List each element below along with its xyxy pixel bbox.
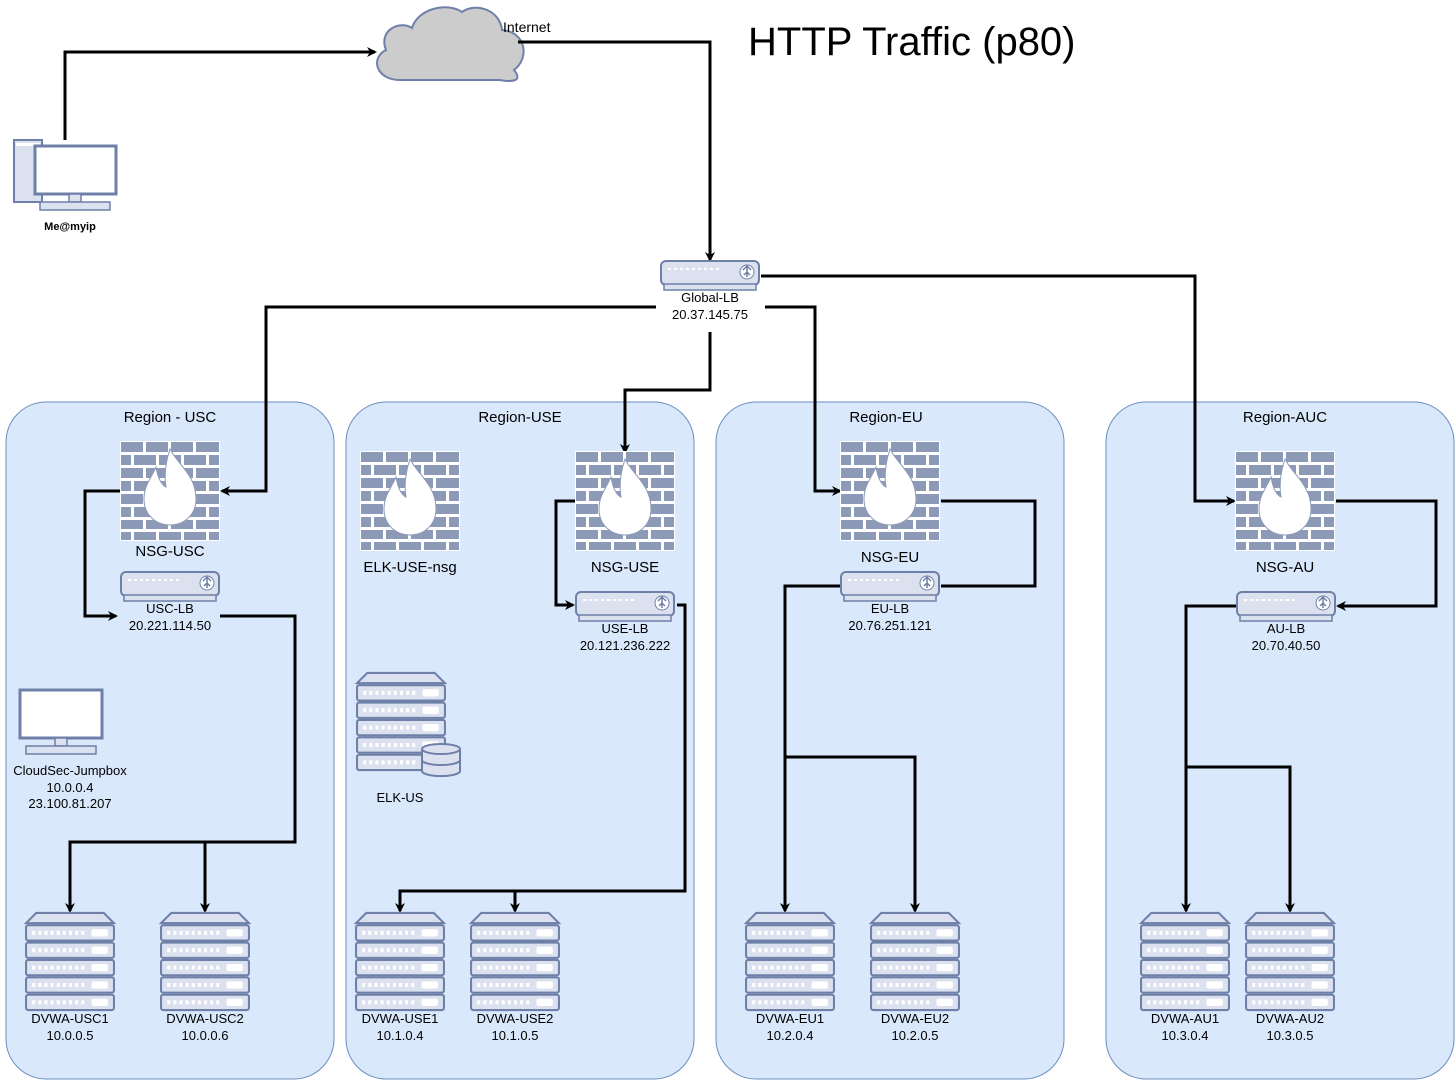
nsg-use-firewall-icon: [575, 451, 675, 551]
region-auc-label: Region-AUC: [1243, 409, 1327, 426]
internet-cloud-icon: [376, 6, 525, 82]
dvwa-server-icon: [746, 913, 834, 1010]
dvwa-server-name: DVWA-USE1: [362, 1011, 439, 1026]
nsg-usc-label: NSG-USC: [135, 543, 204, 560]
desktop-computer-icon: [13, 139, 118, 211]
dvwa-server-ip: 10.2.0.4: [767, 1028, 814, 1043]
global-lb-name: Global-LB: [681, 290, 739, 305]
jumpbox-monitor-icon: [18, 688, 104, 755]
usc-lb-name: USC-LB: [146, 601, 194, 616]
dvwa-server-name: DVWA-USE2: [477, 1011, 554, 1026]
jumpbox-public-ip: 23.100.81.207: [28, 796, 111, 811]
jumpbox-name: CloudSec-Jumpbox: [13, 763, 127, 778]
region-eu-label: Region-EU: [849, 409, 922, 426]
nsg-eu-label: NSG-EU: [861, 549, 919, 566]
dvwa-server-icon: [356, 913, 444, 1010]
dvwa-server-icon: [471, 913, 559, 1010]
dvwa-server-name: DVWA-USC2: [166, 1011, 244, 1026]
nsg-eu-firewall-icon: [840, 441, 940, 541]
connectors: [63, 40, 1438, 913]
region-use-label: Region-USE: [478, 409, 561, 426]
dvwa-server-icon: [1246, 913, 1334, 1010]
internet-label: Internet: [503, 19, 551, 35]
region-usc-label: Region - USC: [124, 409, 217, 426]
use-lb-icon: [575, 591, 675, 622]
jumpbox-private-ip: 10.0.0.4: [47, 780, 94, 795]
dvwa-server-ip: 10.3.0.4: [1162, 1028, 1209, 1043]
page-title: HTTP Traffic (p80): [748, 20, 1076, 64]
dvwa-server-icon: [26, 913, 114, 1010]
dvwa-server-ip: 10.0.0.5: [47, 1028, 94, 1043]
region-auc: [1105, 401, 1455, 1080]
client-label: Me@myip: [44, 221, 96, 233]
eu-lb-ip: 20.76.251.121: [848, 618, 931, 633]
nsg-au-label: NSG-AU: [1256, 559, 1314, 576]
eu-lb-icon: [840, 571, 940, 602]
nsg-usc-firewall-icon: [120, 441, 220, 541]
dvwa-server-icon: [1141, 913, 1229, 1010]
elk-server-icon: [357, 673, 461, 777]
dvwa-server-ip: 10.1.0.5: [492, 1028, 539, 1043]
au-lb-ip: 20.70.40.50: [1252, 638, 1321, 653]
use-lb-name: USE-LB: [602, 621, 649, 636]
au-lb-name: AU-LB: [1267, 621, 1305, 636]
dvwa-server-name: DVWA-USC1: [31, 1011, 109, 1026]
nsg-use-label: NSG-USE: [591, 559, 659, 576]
elk-use-nsg-label: ELK-USE-nsg: [363, 559, 456, 576]
eu-lb-name: EU-LB: [871, 601, 909, 616]
dvwa-server-name: DVWA-AU2: [1256, 1011, 1324, 1026]
dvwa-server-name: DVWA-EU2: [881, 1011, 949, 1026]
global-lb-ip: 20.37.145.75: [672, 307, 748, 322]
dvwa-server-icon: [161, 913, 249, 1010]
usc-lb-icon: [120, 571, 220, 602]
use-lb-ip: 20.121.236.222: [580, 638, 670, 653]
dvwa-server-ip: 10.0.0.6: [182, 1028, 229, 1043]
dvwa-server-ip: 10.3.0.5: [1267, 1028, 1314, 1043]
usc-lb-ip: 20.221.114.50: [129, 618, 211, 633]
elk-label: ELK-US: [377, 790, 424, 805]
global-lb-icon: [660, 260, 760, 291]
dvwa-server-ip: 10.2.0.5: [892, 1028, 939, 1043]
nsg-au-firewall-icon: [1235, 451, 1335, 551]
dvwa-server-name: DVWA-AU1: [1151, 1011, 1219, 1026]
au-lb-icon: [1236, 591, 1336, 622]
dvwa-server-name: DVWA-EU1: [756, 1011, 824, 1026]
region-eu: [715, 401, 1065, 1080]
dvwa-server-icon: [871, 913, 959, 1010]
dvwa-server-ip: 10.1.0.4: [377, 1028, 424, 1043]
elk-use-nsg-firewall-icon: [360, 451, 460, 551]
region-use: [345, 401, 695, 1080]
region-usc: [5, 401, 335, 1080]
